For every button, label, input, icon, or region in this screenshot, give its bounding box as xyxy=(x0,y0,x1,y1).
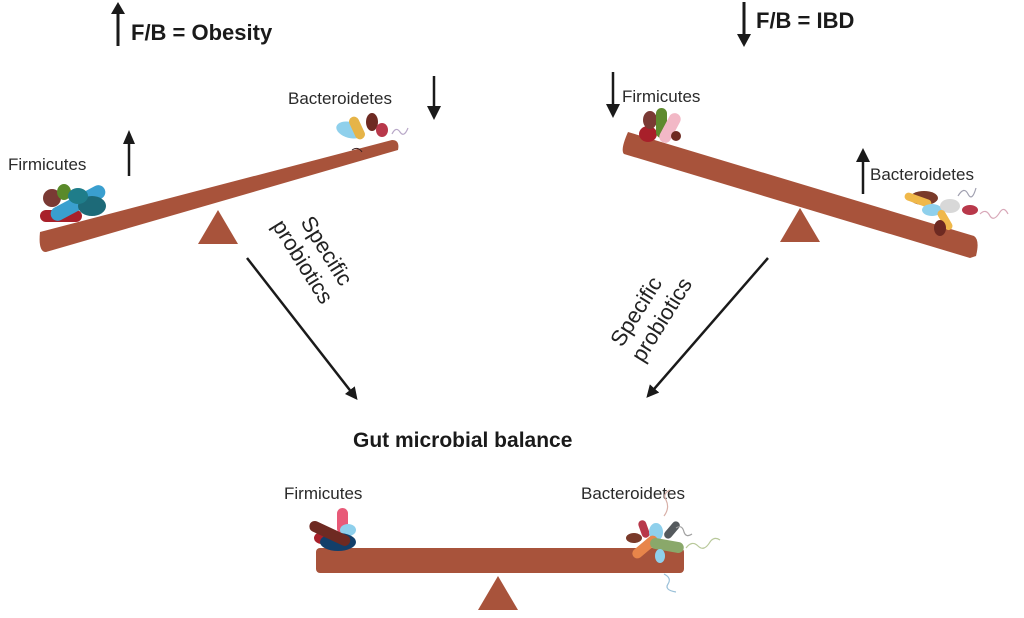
bottom-seesaw xyxy=(316,548,684,610)
bottom-bacteroidetes-bacteria-icon xyxy=(626,489,721,593)
bottom-seesaw-beam xyxy=(316,548,684,573)
bottom-firmicutes-label: Firmicutes xyxy=(284,484,362,503)
left-firmicutes-up-arrow-icon xyxy=(123,130,135,176)
right-seesaw-pivot xyxy=(780,208,820,242)
right-firmicutes-down-arrow-icon xyxy=(606,72,620,118)
bottom-bacteroidetes-label: Bacteroidetes xyxy=(581,484,685,503)
right-seesaw-beam xyxy=(622,132,978,258)
right-firmicutes-label: Firmicutes xyxy=(622,87,700,106)
left-bacteroidetes-bacteria-icon xyxy=(336,113,409,153)
left-seesaw-pivot xyxy=(198,210,238,244)
left-heading-up-arrow-icon xyxy=(111,2,125,46)
right-heading: F/B = IBD xyxy=(756,8,854,33)
right-bacteroidetes-up-arrow-icon xyxy=(856,148,870,194)
bottom-heading: Gut microbial balance xyxy=(353,429,572,452)
left-firmicutes-bacteria-icon xyxy=(40,184,106,222)
right-seesaw xyxy=(622,132,978,258)
left-panel: F/B = Obesity Firmicutes Bacteroidetes xyxy=(8,2,441,400)
right-probiotics-label: Specific probiotics xyxy=(605,272,697,366)
left-heading: F/B = Obesity xyxy=(131,20,273,45)
right-probiotics-arrow xyxy=(646,257,769,398)
left-probiotics-label: Specific probiotics xyxy=(267,211,357,308)
bottom-firmicutes-bacteria-icon xyxy=(309,508,356,551)
right-panel: F/B = IBD Firmicutes Bacteroidetes xyxy=(605,2,1009,398)
right-heading-down-arrow-icon xyxy=(737,2,751,47)
right-bacteroidetes-bacteria-icon xyxy=(904,187,1009,236)
left-seesaw xyxy=(39,140,399,252)
bottom-seesaw-pivot xyxy=(478,576,518,610)
left-firmicutes-label: Firmicutes xyxy=(8,155,86,174)
left-seesaw-beam xyxy=(39,140,399,252)
right-bacteroidetes-label: Bacteroidetes xyxy=(870,165,974,184)
left-probiotics-arrow xyxy=(246,257,358,400)
left-bacteroidetes-down-arrow-icon xyxy=(427,76,441,120)
left-bacteroidetes-label: Bacteroidetes xyxy=(288,89,392,108)
right-firmicutes-bacteria-icon xyxy=(639,108,681,143)
bottom-panel: Gut microbial balance Firmicutes Bactero… xyxy=(284,429,721,610)
